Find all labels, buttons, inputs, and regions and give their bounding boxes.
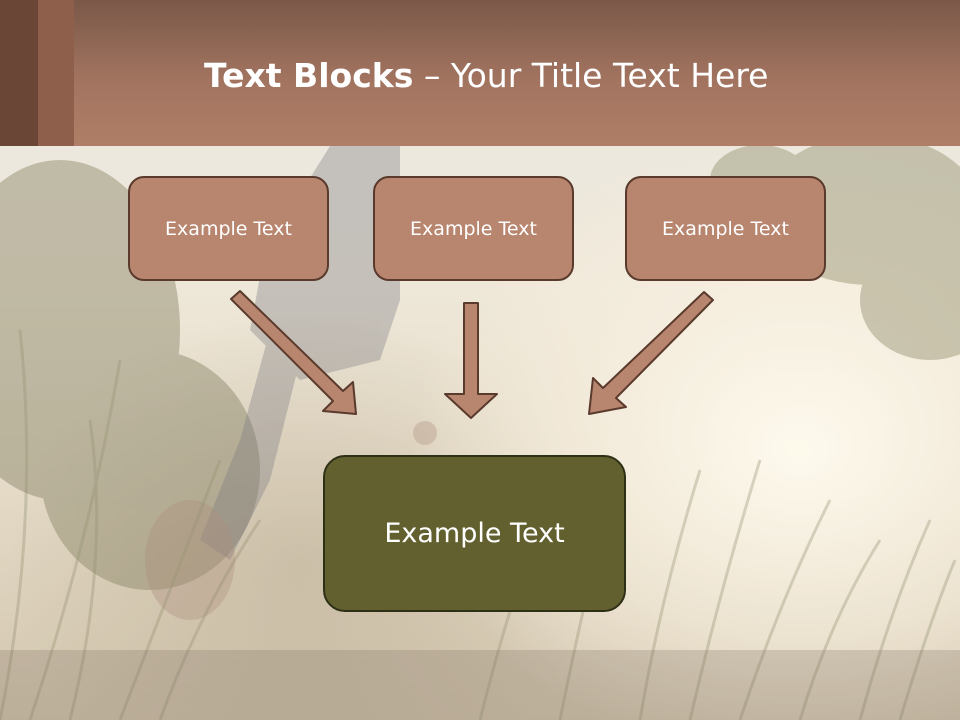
arrow-left-diagonal-icon [230, 290, 357, 415]
title-band: Text Blocks – Your Title Text Here [0, 0, 960, 146]
text-block-3-label: Example Text [662, 217, 789, 240]
text-block-3[interactable]: Example Text [625, 176, 826, 281]
slide-title: Text Blocks – Your Title Text Here [204, 54, 768, 98]
slide-title-separator: – [413, 56, 451, 95]
main-text-block[interactable]: Example Text [323, 455, 626, 612]
text-block-2[interactable]: Example Text [373, 176, 574, 281]
arrow-down-icon [444, 302, 498, 419]
slide-title-rest: Your Title Text Here [450, 56, 769, 95]
text-block-2-label: Example Text [410, 217, 537, 240]
main-text-block-label: Example Text [384, 518, 565, 549]
title-band-accent-dark [0, 0, 38, 146]
text-block-1-label: Example Text [165, 217, 292, 240]
text-block-1[interactable]: Example Text [128, 176, 329, 281]
title-band-accent-mid [38, 0, 74, 146]
slide-title-bold: Text Blocks [204, 56, 414, 95]
arrow-right-diagonal-icon [588, 291, 714, 415]
